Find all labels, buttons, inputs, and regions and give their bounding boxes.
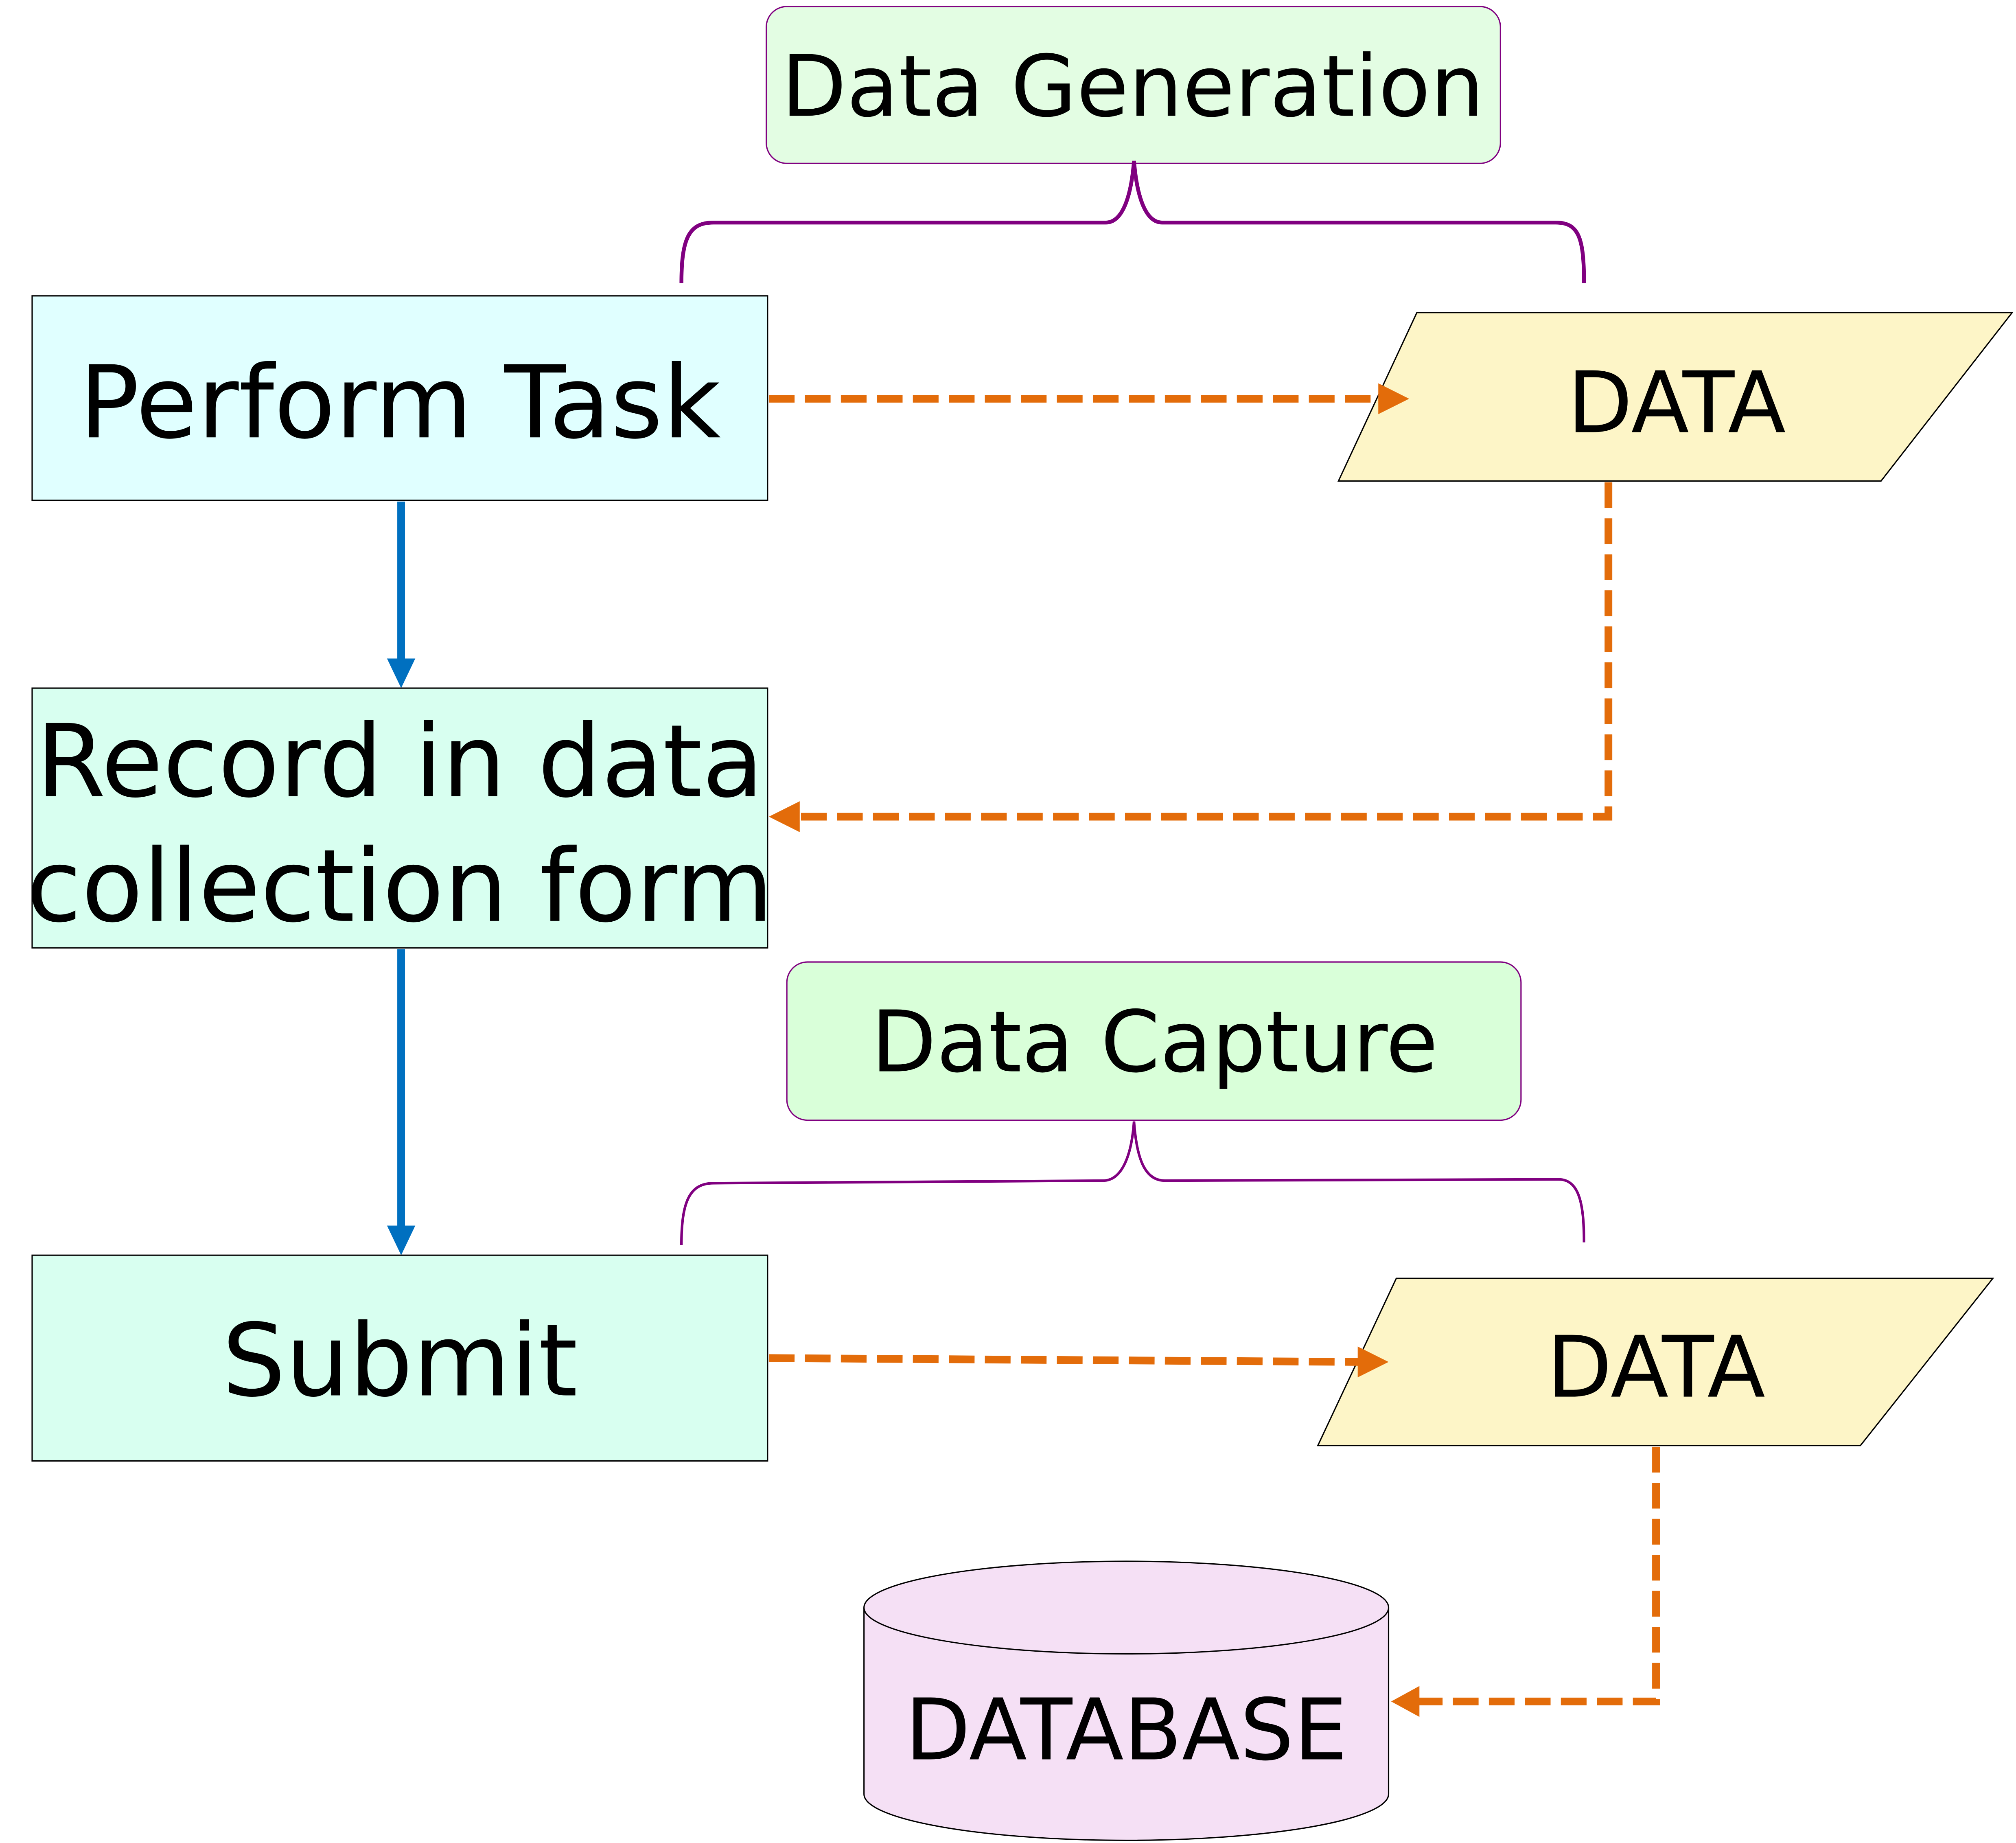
data-node-1: DATA	[1337, 312, 2014, 482]
data-parallelogram-2	[1317, 1278, 1994, 1446]
record-box	[31, 687, 768, 949]
perform-task-text: Perform Task	[79, 344, 721, 461]
data-text-2: DATA	[1547, 1318, 1765, 1417]
arrow-data1-to-record	[768, 482, 1613, 832]
record-text-line1: Record in data	[36, 703, 764, 820]
arrow-perform-to-data1	[768, 383, 1410, 414]
data-capture-box	[786, 961, 1522, 1121]
data-generation-text: Data Generation	[781, 37, 1484, 136]
perform-task-box	[31, 295, 768, 501]
database-cylinder-body	[863, 1607, 1390, 1841]
record-text-line2: collection form	[26, 828, 773, 945]
data-capture-brace	[680, 1121, 1585, 1245]
submit-text: Submit	[222, 1303, 578, 1420]
database-text: DATABASE	[905, 1681, 1348, 1779]
submit-box	[31, 1254, 768, 1462]
data-generation-brace	[679, 160, 1586, 283]
data-capture-label: Data Capture	[786, 961, 1522, 1121]
arrow-submit-to-data2	[768, 1346, 1389, 1378]
arrow-perform-to-record	[387, 502, 416, 688]
perform-task-node: Perform Task	[31, 295, 768, 501]
record-node: Record in data collection form	[26, 687, 773, 949]
database-cylinder-top	[863, 1560, 1390, 1655]
database-node: DATABASE	[863, 1560, 1390, 1841]
data-capture-text: Data Capture	[871, 993, 1438, 1092]
arrow-record-to-submit	[387, 949, 416, 1256]
data-node-2: DATA	[1317, 1278, 1994, 1446]
data-generation-label: Data Generation	[766, 6, 1501, 164]
data-text-1: DATA	[1567, 354, 1786, 453]
data-parallelogram-1	[1337, 312, 2014, 482]
arrow-data2-to-database	[1391, 1446, 1660, 1717]
submit-node: Submit	[31, 1254, 768, 1462]
